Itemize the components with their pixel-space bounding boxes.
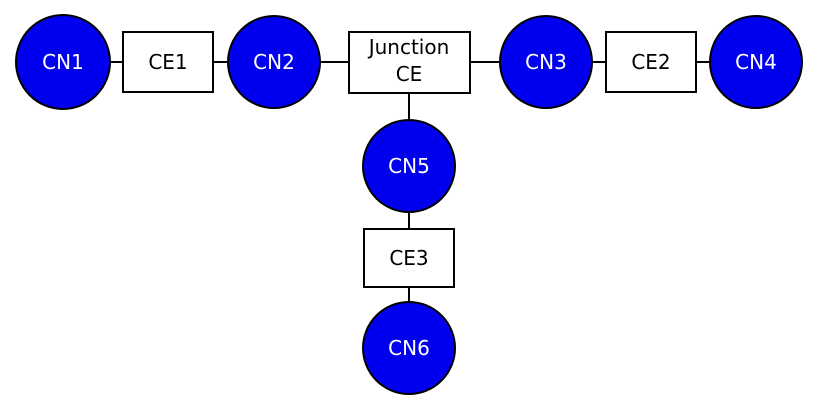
node-cn2[interactable]: CN2 bbox=[227, 15, 321, 109]
element-junction-ce[interactable]: Junction CE bbox=[348, 31, 471, 94]
node-cn4-label: CN4 bbox=[735, 50, 777, 74]
node-cn5-circle bbox=[362, 119, 456, 213]
element-ce3[interactable]: CE3 bbox=[363, 228, 455, 288]
node-cn6-circle bbox=[362, 301, 456, 395]
node-cn5[interactable]: CN5 bbox=[362, 119, 456, 213]
element-ce3-label: CE3 bbox=[389, 246, 428, 270]
element-ce2-label: CE2 bbox=[631, 50, 670, 74]
element-junction-label-line1: Junction bbox=[367, 35, 450, 59]
node-cn4[interactable]: CN4 bbox=[709, 15, 803, 109]
node-cn2-circle bbox=[227, 15, 321, 109]
node-cn4-circle bbox=[709, 15, 803, 109]
connections bbox=[110, 61, 710, 302]
node-cn3-label: CN3 bbox=[525, 50, 567, 74]
element-ce1[interactable]: CE1 bbox=[122, 31, 214, 93]
node-cn6-label: CN6 bbox=[388, 336, 430, 360]
node-cn3-circle bbox=[499, 15, 593, 109]
node-cn1[interactable]: CN1 bbox=[15, 14, 111, 110]
element-ce2[interactable]: CE2 bbox=[605, 31, 697, 93]
element-junction-label-line2: CE bbox=[396, 62, 423, 86]
node-cn6[interactable]: CN6 bbox=[362, 301, 456, 395]
node-cn3[interactable]: CN3 bbox=[499, 15, 593, 109]
node-cn1-label: CN1 bbox=[42, 50, 84, 74]
node-cn1-circle bbox=[15, 14, 111, 110]
node-cn2-label: CN2 bbox=[253, 50, 295, 74]
element-ce1-label: CE1 bbox=[148, 50, 187, 74]
node-cn5-label: CN5 bbox=[388, 154, 430, 178]
